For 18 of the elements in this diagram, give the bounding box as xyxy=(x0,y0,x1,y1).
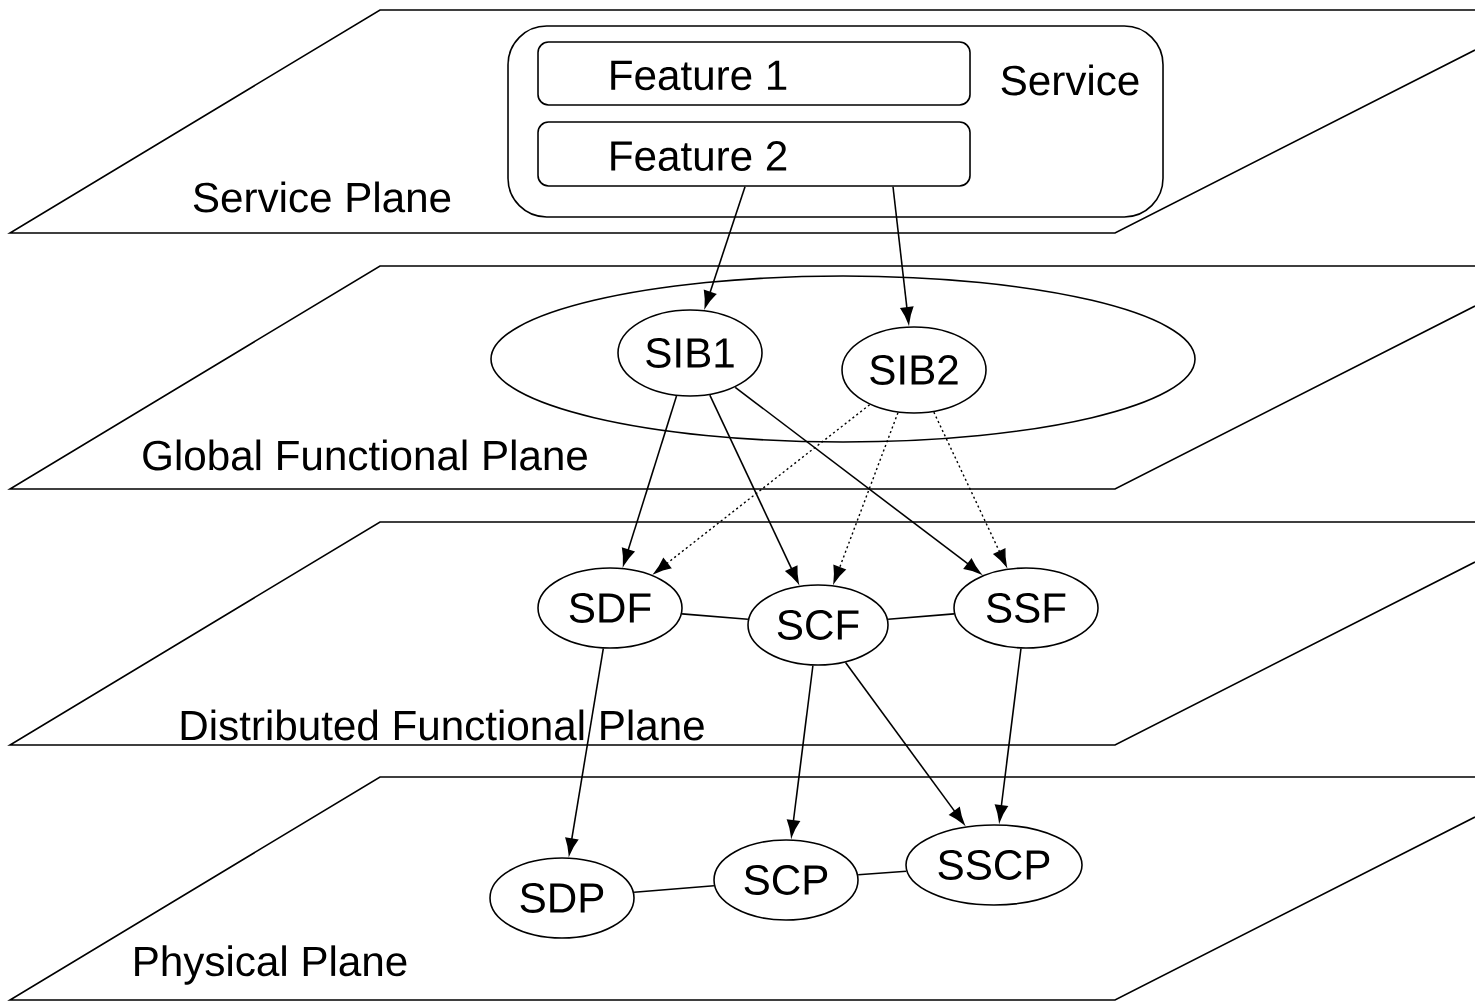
connector-line xyxy=(857,870,908,876)
dotted-arrow xyxy=(933,411,1007,567)
feature-box: Feature 1 xyxy=(537,41,971,106)
dotted-arrow xyxy=(654,404,871,574)
arrow xyxy=(892,186,914,324)
connector-line xyxy=(681,613,749,621)
arrow xyxy=(734,386,981,574)
arrow xyxy=(621,395,678,566)
arrow xyxy=(565,647,605,855)
arrow xyxy=(709,394,799,584)
arrow xyxy=(703,186,746,308)
arrow xyxy=(787,664,814,837)
arrow xyxy=(844,661,965,825)
feature-box: Feature 2 xyxy=(537,121,971,187)
arrow xyxy=(994,647,1022,822)
connector-line xyxy=(633,885,715,893)
dotted-arrow xyxy=(833,412,899,584)
connector-line xyxy=(887,613,955,621)
